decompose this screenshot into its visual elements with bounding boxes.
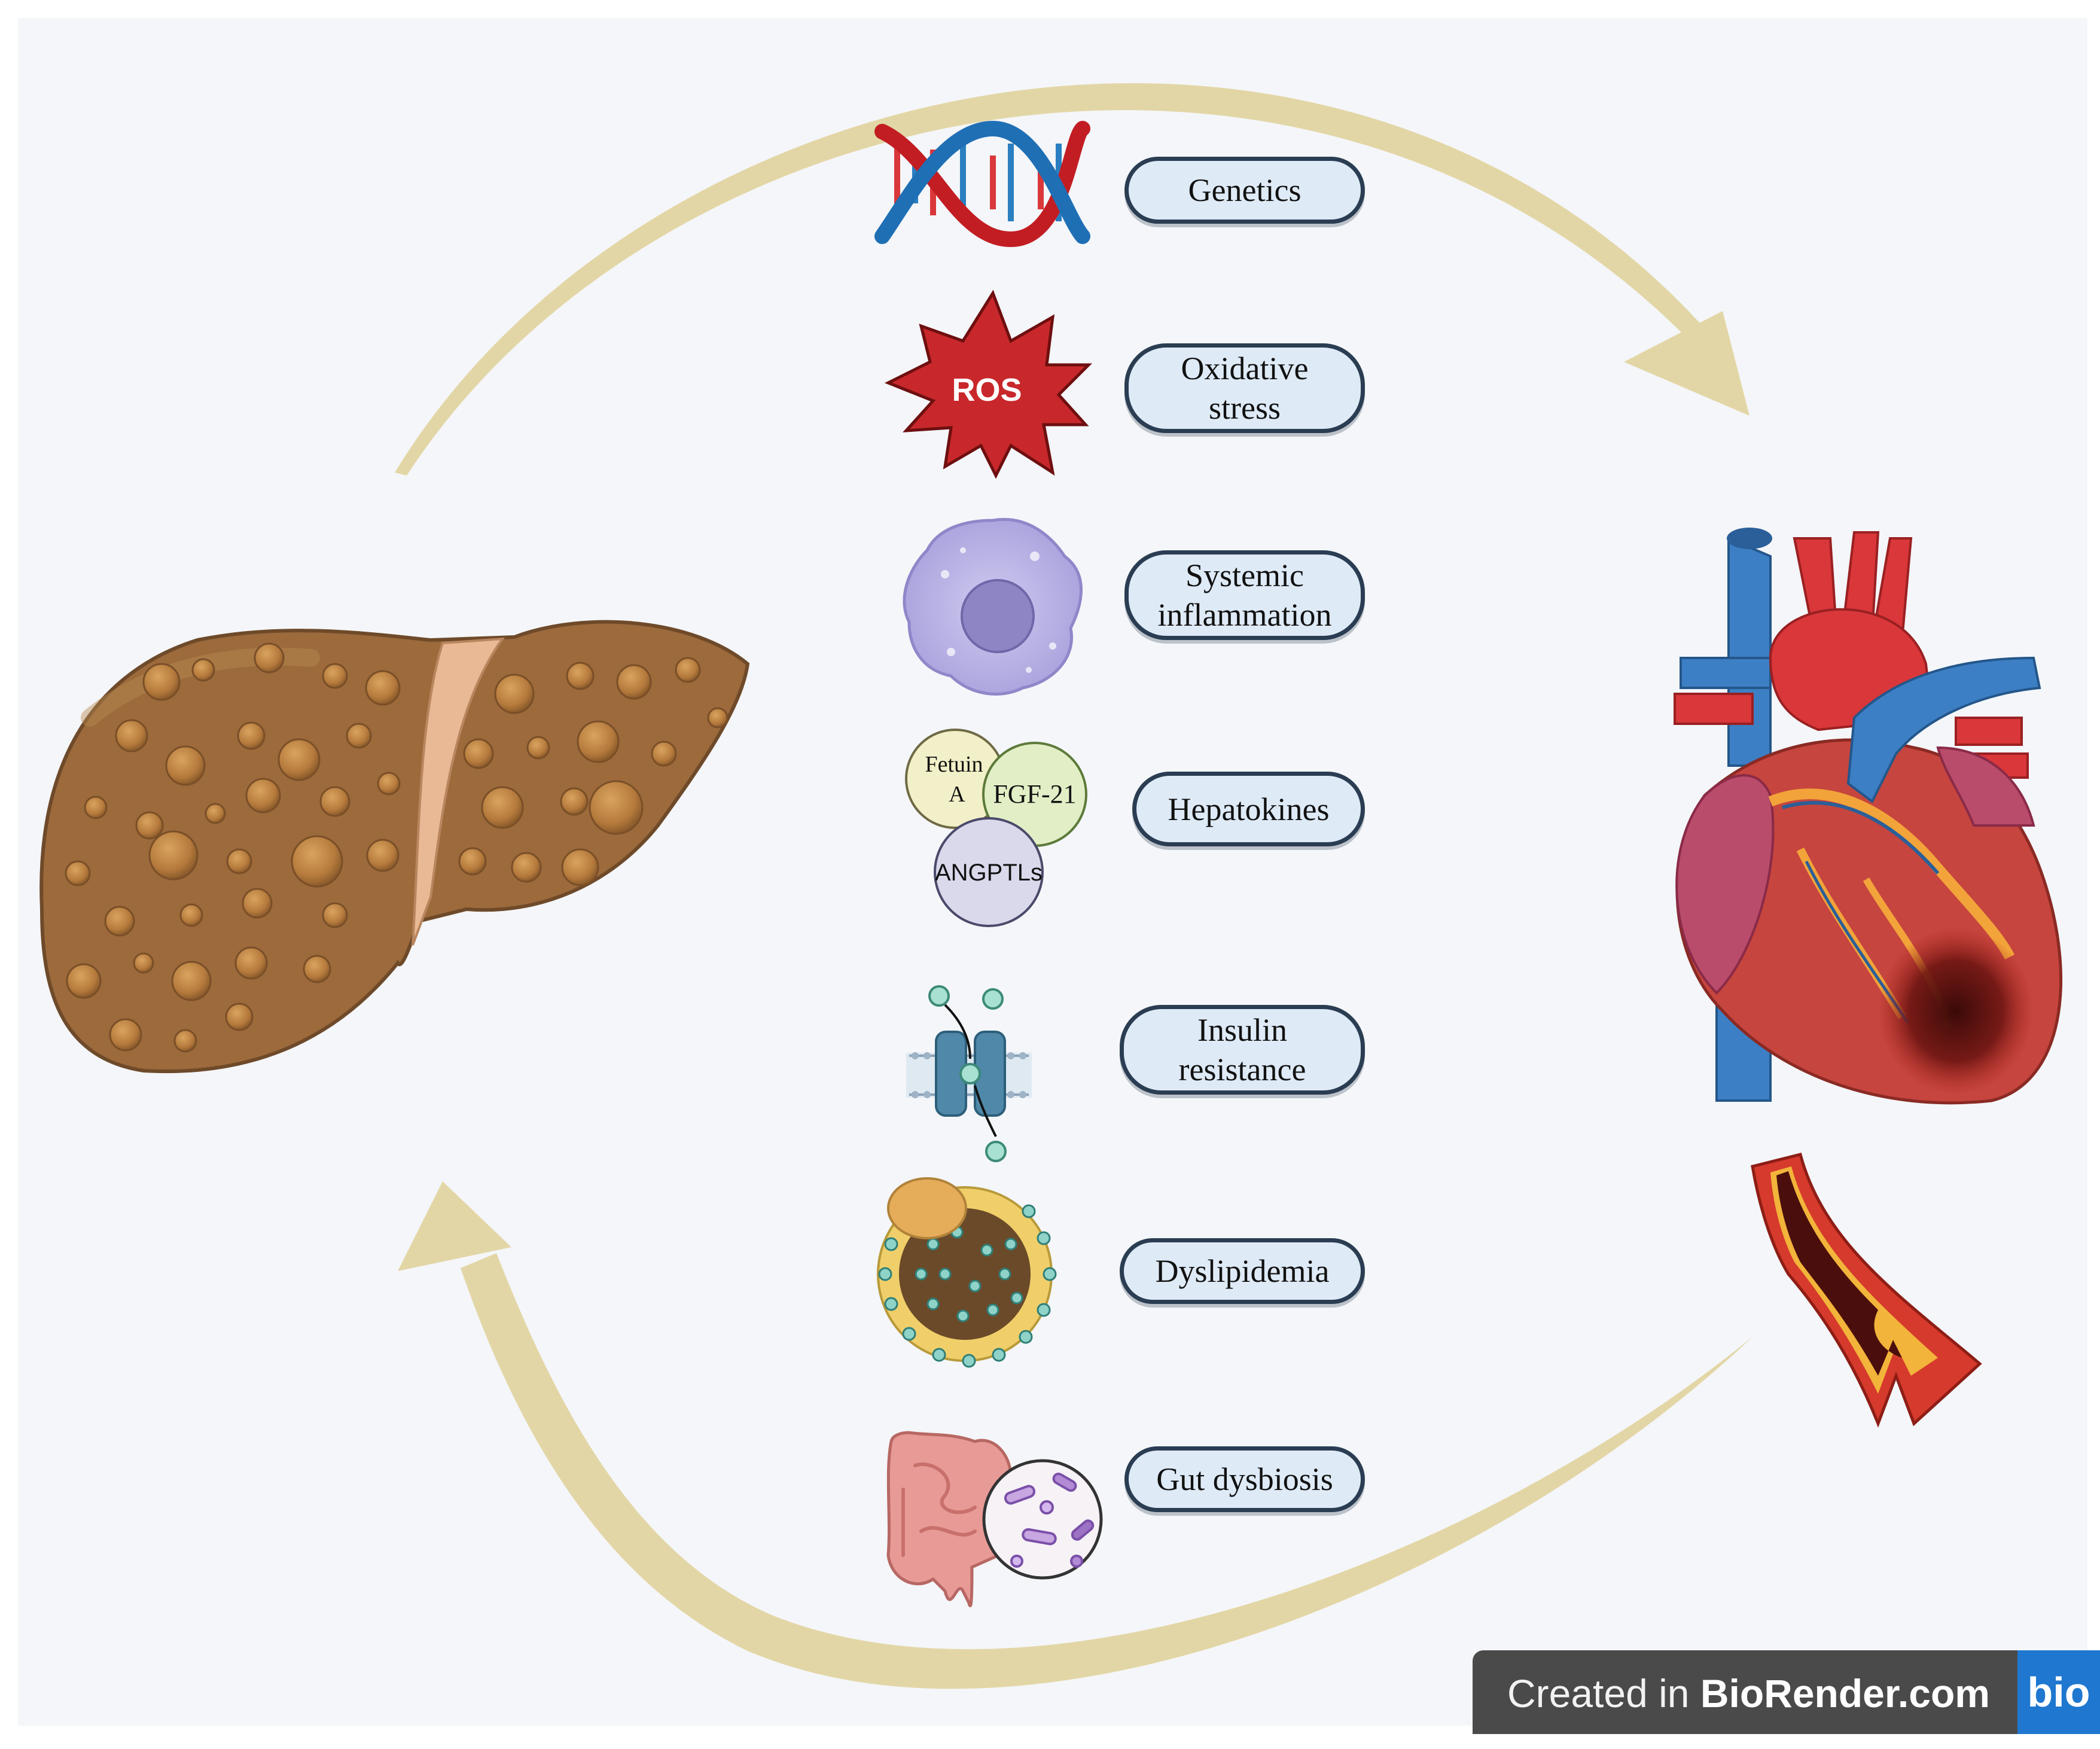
biorender-badge[interactable]: Created in BioRender.com bio — [1473, 1650, 2100, 1734]
biorender-logo-icon: bio — [2017, 1650, 2100, 1734]
gut-microbiota-icon — [886, 1431, 1103, 1608]
oxidative-stress-label-line-2: stress — [1208, 390, 1281, 426]
dna-icon — [874, 120, 1090, 248]
hepatokines-label-line-1: Hepatokines — [1168, 791, 1330, 827]
dyslipidemia-label: Dyslipidemia — [1120, 1238, 1365, 1304]
top-arc-arrow — [395, 83, 1750, 476]
insulin-resistance-label: Insulin resistance — [1120, 1005, 1365, 1095]
fgf21-label: FGF-21 — [993, 779, 1076, 809]
badge-brand: BioRender.com — [1700, 1671, 1990, 1716]
systemic-inflammation-label: Systemic inflammation — [1124, 550, 1365, 640]
systemic-inflammation-label-line-1: Systemic — [1185, 557, 1304, 593]
insulin-resistance-label-line-1: Insulin — [1197, 1012, 1287, 1048]
gut-dysbiosis-label: Gut dysbiosis — [1124, 1446, 1365, 1512]
fetuin-a-label: Fetuin — [925, 752, 983, 777]
hepatokine-circles-icon: Fetuin A FGF-21 ANGPTLs — [905, 729, 1087, 927]
systemic-inflammation-label-line-2: inflammation — [1157, 597, 1332, 633]
biorender-credit-text: Created in BioRender.com — [1507, 1671, 1990, 1716]
immune-cell-icon — [903, 518, 1083, 696]
ros-burst-icon: ROS — [884, 290, 1093, 479]
bottom-arc-arrow — [398, 1181, 1752, 1689]
genetics-label-line-1: Genetics — [1188, 172, 1302, 208]
dyslipidemia-label-line-1: Dyslipidemia — [1155, 1253, 1330, 1289]
ros-label: ROS — [952, 372, 1022, 408]
hepatokines-label: Hepatokines — [1132, 772, 1365, 846]
heart-icon — [1674, 528, 2063, 1105]
oxidative-stress-label-line-1: Oxidative — [1181, 351, 1309, 386]
atherosclerotic-artery-icon — [1751, 1152, 1982, 1428]
fetuin-a-label-2: A — [949, 782, 965, 807]
oxidative-stress-label: Oxidative stress — [1124, 343, 1365, 433]
badge-prefix: Created in — [1507, 1671, 1700, 1716]
lipoprotein-icon — [877, 1177, 1057, 1368]
insulin-resistance-label-line-2: resistance — [1178, 1052, 1306, 1087]
genetics-label: Genetics — [1124, 157, 1365, 224]
insulin-receptor-icon — [906, 985, 1032, 1162]
angptls-label: ANGPTLs — [935, 860, 1043, 886]
liver-icon — [39, 620, 750, 1074]
gut-dysbiosis-label-line-1: Gut dysbiosis — [1156, 1461, 1333, 1497]
